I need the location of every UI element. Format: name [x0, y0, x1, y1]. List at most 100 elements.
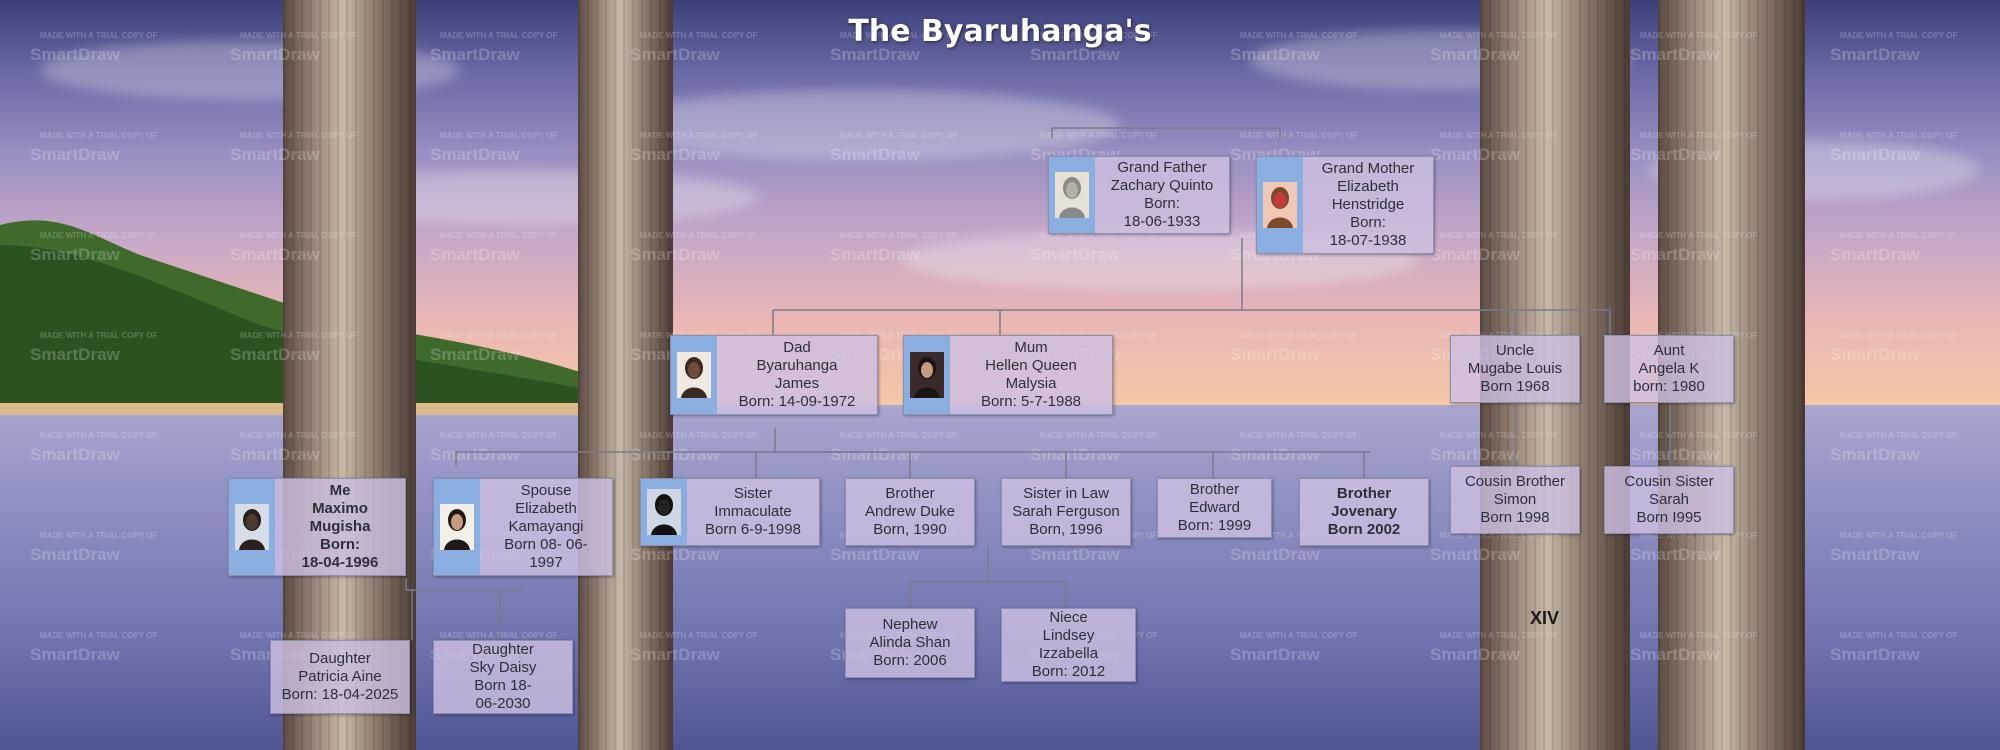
watermark-small: MADE WITH A TRIAL COPY OF: [1840, 431, 1958, 440]
watermark-small: MADE WITH A TRIAL COPY OF: [840, 131, 958, 140]
wooden-pillar: [578, 0, 673, 750]
person-line: Jovenary: [1331, 503, 1397, 520]
person-line: Angela K: [1638, 360, 1700, 377]
watermark-smartdraw: SmartDraw: [1630, 145, 1720, 164]
watermark-smartdraw: SmartDraw: [1830, 145, 1920, 164]
watermark-small: MADE WITH A TRIAL COPY OF: [640, 431, 758, 440]
watermark-small: MADE WITH A TRIAL COPY OF: [1640, 231, 1758, 240]
watermark-smartdraw: SmartDraw: [30, 145, 120, 164]
watermark-small: MADE WITH A TRIAL COPY OF: [1240, 531, 1357, 540]
watermark-smartdraw: SmartDraw: [230, 45, 320, 64]
watermark-small: MADE WITH A TRIAL COPY OF: [40, 331, 158, 340]
watermark-smartdraw: SmartDraw: [630, 445, 720, 464]
person-line: 06-2030: [475, 695, 531, 712]
person-line: Malysia: [1005, 375, 1057, 392]
watermark-small: MADE WITH A TRIAL COPY OF: [440, 231, 558, 240]
person-line: Simon: [1493, 491, 1537, 508]
watermark-smartdraw: SmartDraw: [30, 345, 120, 364]
watermark-smartdraw: SmartDraw: [1830, 445, 1920, 464]
person-line: Alinda Shan: [869, 634, 951, 651]
watermark-smartdraw: SmartDraw: [230, 445, 320, 464]
watermark-smartdraw: SmartDraw: [1830, 45, 1920, 64]
person-line: Sarah Ferguson: [1012, 503, 1120, 520]
person-line: Me: [329, 482, 351, 499]
person-line: Aunt: [1653, 342, 1685, 359]
person-line: 18-07-1938: [1329, 232, 1407, 249]
person-line: Dad: [783, 339, 811, 356]
person-line: Hellen Queen: [985, 357, 1077, 374]
watermark-small: MADE WITH A TRIAL COPY OF: [1040, 131, 1158, 140]
watermark-smartdraw: SmartDraw: [1630, 445, 1720, 464]
person-line: Born I995: [1636, 509, 1702, 526]
watermark-smartdraw: SmartDraw: [1030, 45, 1120, 64]
watermark-small: MADE WITH A TRIAL COPY OF: [240, 131, 358, 140]
parents-link: [774, 428, 890, 453]
person-line: Born: 1999: [1177, 517, 1252, 534]
watermark-small: MADE WITH A TRIAL COPY OF: [40, 131, 158, 140]
watermark-small: MADE WITH A TRIAL COPY OF: [1640, 31, 1758, 40]
watermark-small: MADE WITH A TRIAL COPY OF: [440, 431, 558, 440]
watermark-small: MADE WITH A TRIAL COPY OF: [440, 631, 558, 640]
person-line: Daughter: [309, 650, 371, 667]
watermark-smartdraw: SmartDraw: [1030, 445, 1120, 464]
person-line: Sister in Law: [1023, 485, 1109, 502]
man-dark-photo: [229, 479, 275, 575]
person-line: 1997: [529, 554, 563, 571]
person-line: Born:: [1350, 214, 1386, 231]
watermark-smartdraw: SmartDraw: [830, 445, 920, 464]
wooden-pillar: [283, 0, 416, 750]
watermark-small: MADE WITH A TRIAL COPY OF: [240, 31, 358, 40]
watermark-smartdraw: SmartDraw: [430, 445, 520, 464]
watermark-small: MADE WITH A TRIAL COPY OF: [440, 131, 558, 140]
watermark-small: MADE WITH A TRIAL COPY OF: [640, 131, 758, 140]
watermark-small: MADE WITH A TRIAL COPY OF: [1640, 131, 1758, 140]
watermark-small: MADE WITH A TRIAL COPY OF: [1240, 31, 1358, 40]
person-line: Born 6-9-1998: [705, 521, 801, 538]
person-line: Mum: [1014, 339, 1048, 356]
woman-dark-hair-photo: [904, 336, 950, 414]
watermark-smartdraw: SmartDraw: [1630, 545, 1720, 564]
watermark-smartdraw: SmartDraw: [1230, 645, 1320, 664]
watermark-small: MADE WITH A TRIAL COPY OF: [840, 331, 958, 340]
watermark-small: MADE WITH A TRIAL COPY OF: [440, 331, 558, 340]
watermark-small: MADE WITH A TRIAL COPY OF: [1640, 531, 1758, 540]
watermark-smartdraw: SmartDraw: [1830, 545, 1920, 564]
watermark-smartdraw: SmartDraw: [1230, 45, 1320, 64]
watermark-small: MADE WITH A TRIAL COPY OF: [1640, 631, 1758, 640]
watermark-smartdraw: SmartDraw: [1430, 145, 1520, 164]
person-line: Patricia Aine: [298, 668, 382, 685]
person-line: Born:: [320, 536, 360, 553]
watermark-smartdraw: SmartDraw: [30, 445, 120, 464]
watermark-small: MADE WITH A TRIAL COPY OF: [840, 231, 958, 240]
watermark-small: MADE WITH A TRIAL COPY OF: [840, 31, 958, 40]
watermark-small: MADE WITH A TRIAL COPY OF: [40, 431, 158, 440]
